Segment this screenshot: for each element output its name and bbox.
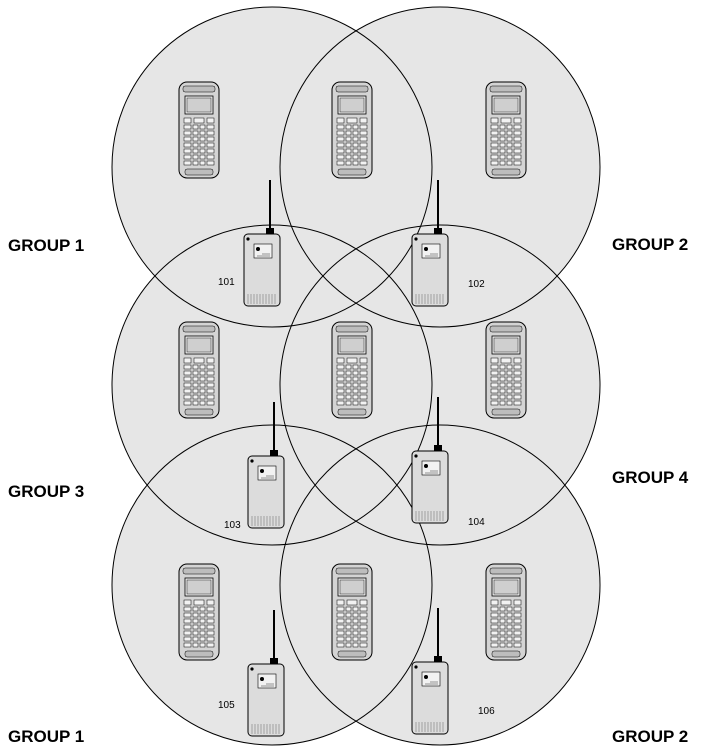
handheld-terminal-icon — [331, 81, 373, 179]
handheld-terminal-icon — [485, 321, 527, 419]
access-point-label: 104 — [468, 517, 485, 528]
coverage-outlines — [111, 6, 601, 746]
access-point-label: 103 — [224, 520, 241, 531]
group-label: GROUP 2 — [612, 235, 688, 254]
access-point-label: 101 — [218, 277, 235, 288]
handheld-terminal-icon — [178, 563, 220, 661]
handheld-terminal-icon — [485, 81, 527, 179]
handheld-terminal-icon — [178, 321, 220, 419]
access-point-label: 105 — [218, 700, 235, 711]
group-label: GROUP 3 — [8, 482, 84, 501]
group-label: GROUP 2 — [612, 727, 688, 746]
handheld-terminal-icon — [178, 81, 220, 179]
coverage-area-106 — [280, 425, 600, 745]
handheld-terminal-icon — [331, 321, 373, 419]
access-point-label: 106 — [478, 706, 495, 717]
handheld-terminal-icon — [485, 563, 527, 661]
group-label: GROUP 1 — [8, 236, 84, 255]
access-point-label: 102 — [468, 279, 485, 290]
group-label: GROUP 1 — [8, 727, 84, 746]
group-label: GROUP 4 — [612, 468, 689, 487]
handheld-terminal-icon — [331, 563, 373, 661]
